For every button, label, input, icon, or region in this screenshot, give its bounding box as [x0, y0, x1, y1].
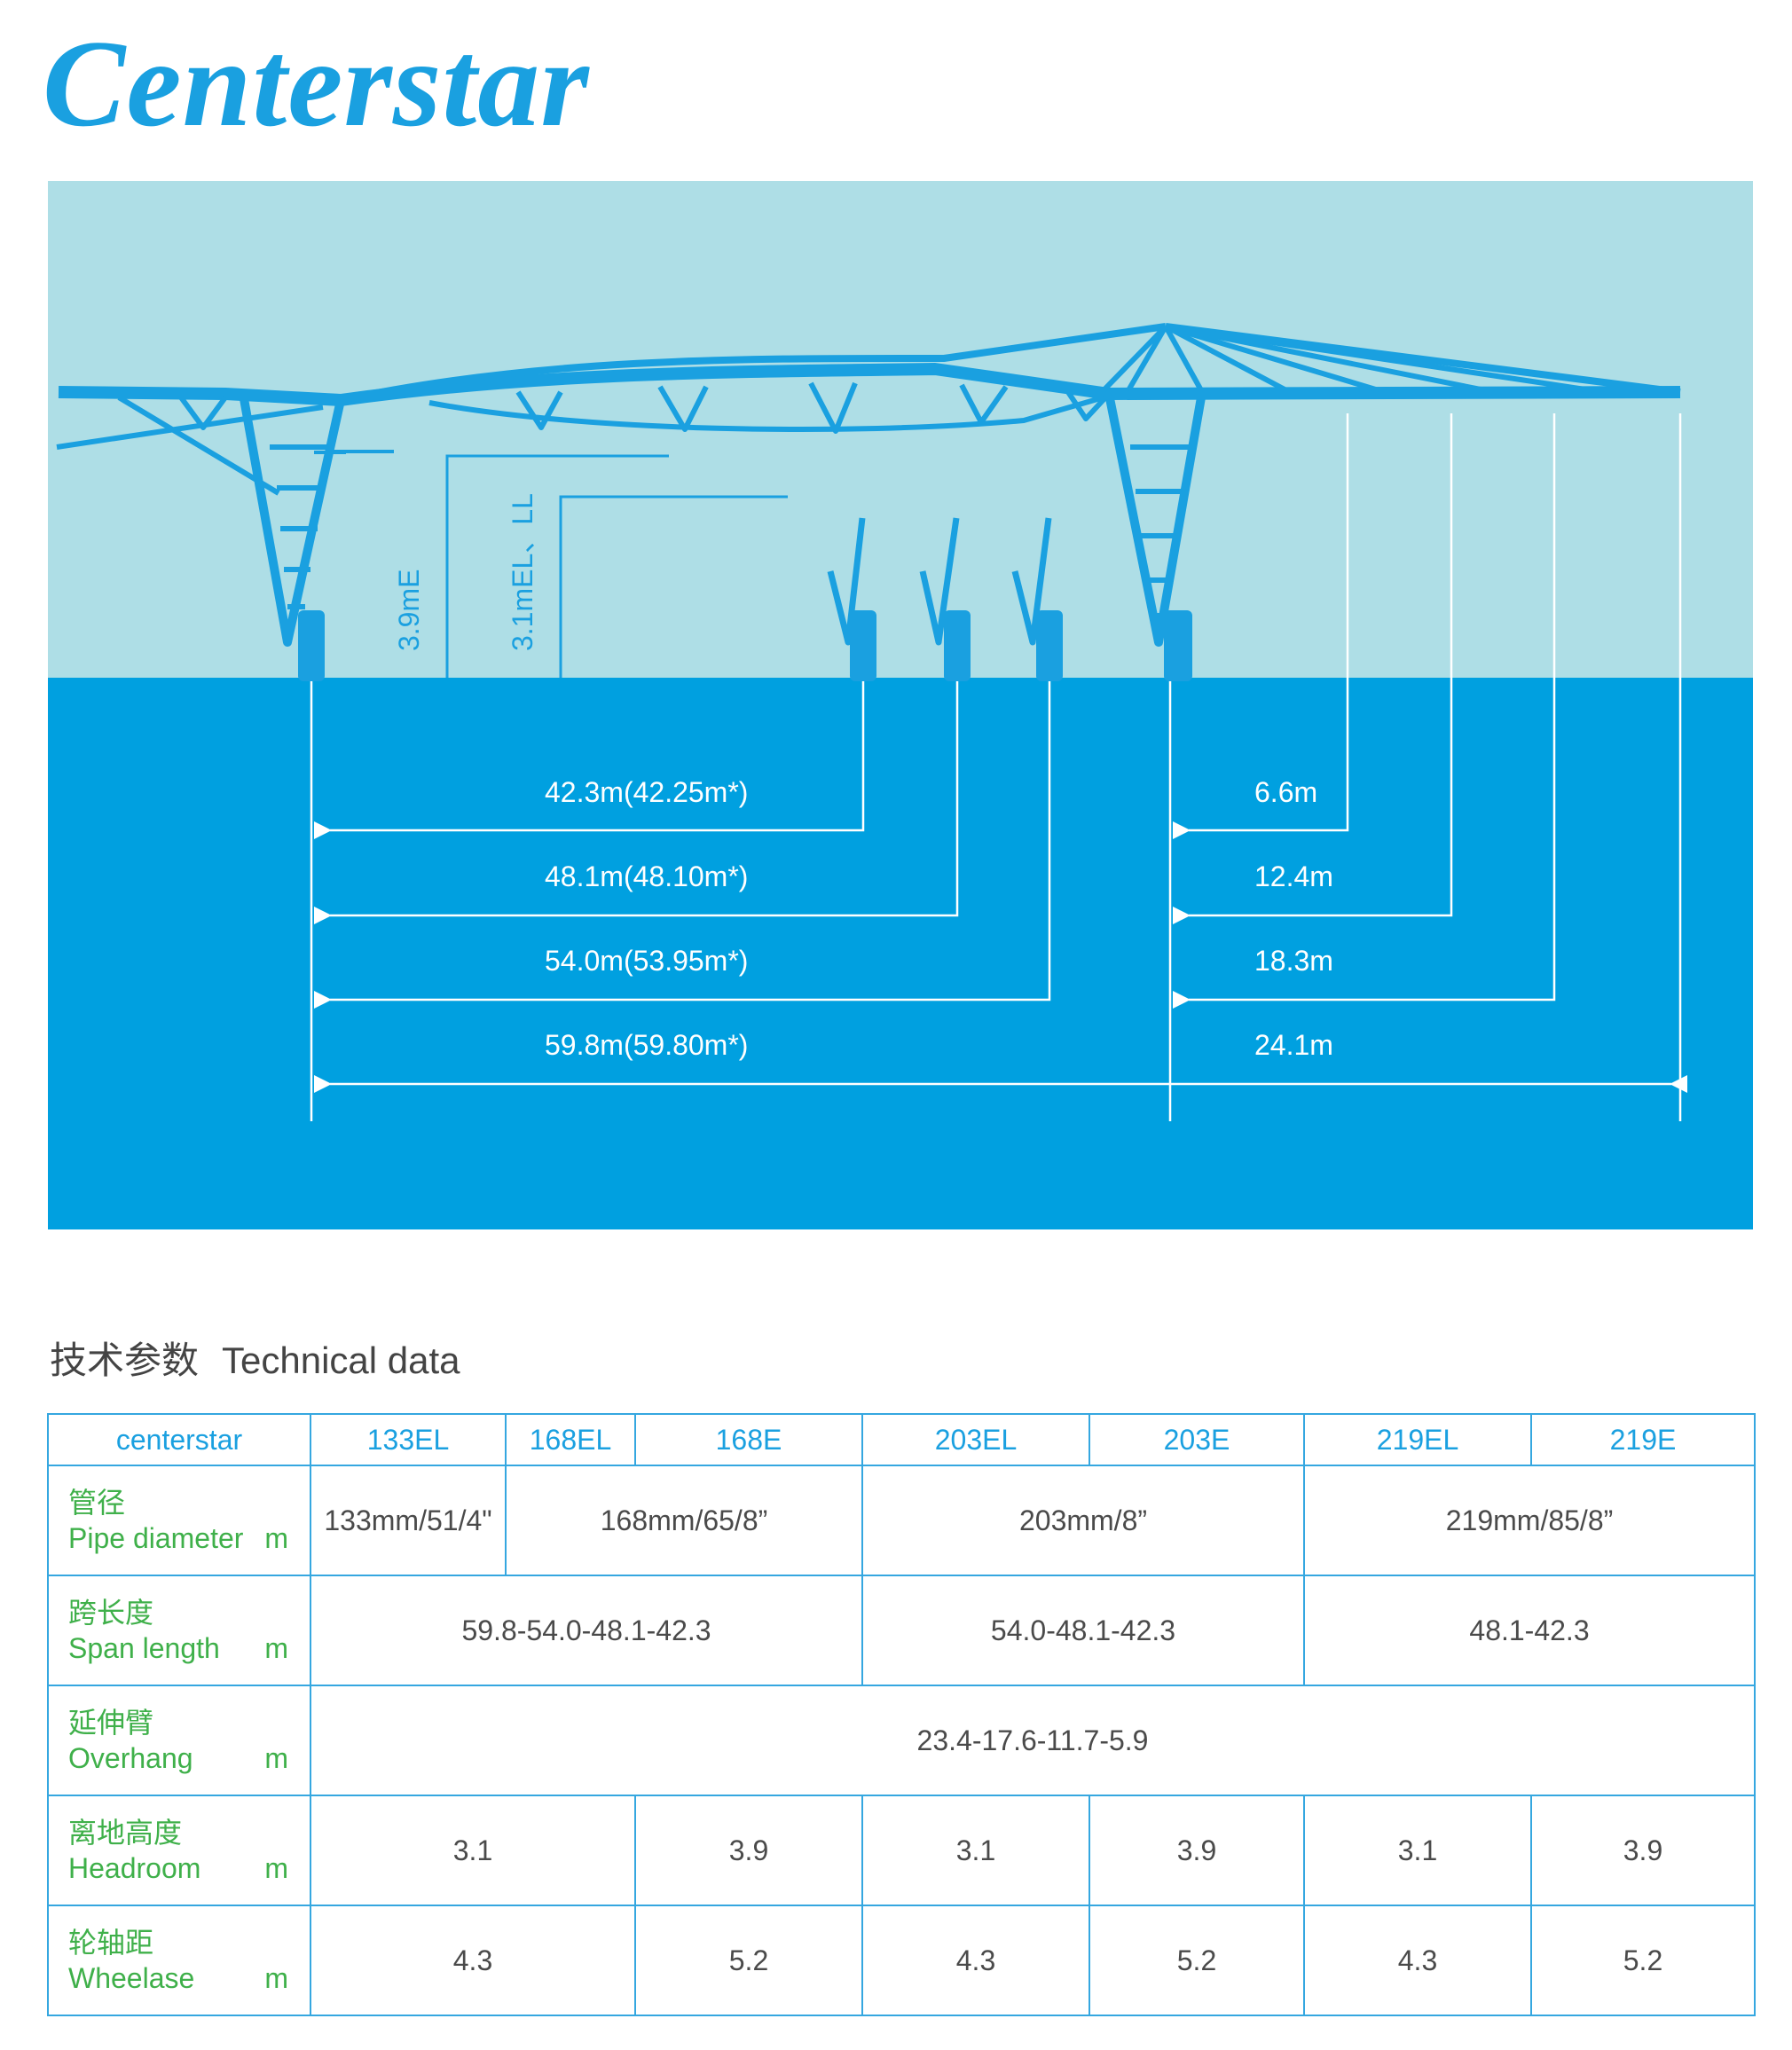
table-cell: 3.1: [1303, 1795, 1532, 1906]
table-cell: 54.0-48.1-42.3: [861, 1575, 1305, 1686]
table-row-overhang: 延伸臂 Overhang m 23.4-17.6-11.7-5.9: [47, 1685, 1756, 1796]
table-cell: 3.1: [310, 1795, 636, 1906]
height-label-el-ll: 3.1mEL、LL: [507, 493, 538, 651]
section-title-cn: 技术参数: [50, 1339, 200, 1381]
overhang-label-12: 12.4m: [1254, 860, 1333, 892]
row-unit: m: [264, 1852, 288, 1884]
tower-wheels: [298, 610, 1192, 681]
overhang-label-18: 18.3m: [1254, 945, 1333, 977]
height-markers: [445, 454, 788, 678]
pivot-structure: [56, 323, 1681, 647]
height-label-e: 3.9mE: [393, 569, 425, 651]
table-cell: 133mm/51/4": [310, 1465, 507, 1576]
row-label: 轮轴距 Wheelase m: [47, 1905, 311, 2016]
table-cell: 3.1: [861, 1795, 1090, 1906]
header-cell: 219E: [1530, 1413, 1756, 1466]
table-cell: 3.9: [1089, 1795, 1305, 1906]
table-cell: 203mm/8”: [861, 1465, 1305, 1576]
row-label-cn: 离地高度: [68, 1817, 183, 1849]
table-cell: 5.2: [1089, 1905, 1305, 2016]
header-cell: 168EL: [505, 1413, 636, 1466]
header-cell: 219EL: [1303, 1413, 1532, 1466]
row-label: 延伸臂 Overhang m: [47, 1685, 311, 1796]
table-cell: 59.8-54.0-48.1-42.3: [310, 1575, 863, 1686]
technical-data-table: centerstar 133EL 168EL 168E 203EL 203E 2…: [47, 1413, 1756, 2016]
row-label-en: Span length: [68, 1632, 220, 1664]
table-cell: 5.2: [634, 1905, 863, 2016]
table-cell: 4.3: [861, 1905, 1090, 2016]
row-label-en: Wheelase: [68, 1962, 195, 1994]
row-label-cn: 跨长度: [68, 1597, 154, 1629]
table-row-wheelbase: 轮轴距 Wheelase m 4.3 5.2 4.3 5.2 4.3 5.2: [47, 1905, 1756, 2016]
row-label: 离地高度 Headroom m: [47, 1795, 311, 1906]
row-label-cn: 管径: [68, 1487, 126, 1519]
span-label-59: 59.8m(59.80m*): [545, 1029, 748, 1061]
table-cell: 5.2: [1530, 1905, 1756, 2016]
table-row-headroom: 离地高度 Headroom m 3.1 3.9 3.1 3.9 3.1 3.9: [47, 1795, 1756, 1906]
row-label-en: Headroom: [68, 1852, 201, 1884]
row-label-cn: 轮轴距: [68, 1927, 154, 1959]
row-unit: m: [264, 1742, 288, 1774]
header-cell: 203EL: [861, 1413, 1090, 1466]
section-title-en: Technical data: [222, 1339, 460, 1381]
span-label-48: 48.1m(48.10m*): [545, 860, 748, 892]
header-cell: 133EL: [310, 1413, 507, 1466]
row-unit: m: [264, 1962, 288, 1994]
table-cell: 3.9: [634, 1795, 863, 1906]
header-cell: 203E: [1089, 1413, 1305, 1466]
ground-area: [48, 678, 1753, 1229]
row-label: 管径 Pipe diameter m: [47, 1465, 311, 1576]
overhang-label-6: 6.6m: [1254, 776, 1317, 808]
table-cell: 3.9: [1530, 1795, 1756, 1906]
span-dimension-lines: [310, 413, 1687, 1121]
header-cell: centerstar: [47, 1413, 311, 1466]
pivot-dimension-diagram: 3.9mE 3.1mEL、LL 42.3m(42.25m*) 48.1m(48.…: [48, 181, 1753, 1229]
table-cell: 219mm/85/8”: [1303, 1465, 1756, 1576]
overhang-label-24: 24.1m: [1254, 1029, 1333, 1061]
brand-logo: Centerstar: [43, 15, 590, 153]
row-label-en: Overhang: [68, 1742, 193, 1774]
table-cell: 4.3: [1303, 1905, 1532, 2016]
table-cell: 48.1-42.3: [1303, 1575, 1756, 1686]
table-row-pipe-diameter: 管径 Pipe diameter m 133mm/51/4" 168mm/65/8…: [47, 1465, 1756, 1576]
section-title: 技术参数 Technical data: [50, 1331, 460, 1385]
span-label-42: 42.3m(42.25m*): [545, 776, 748, 808]
table-cell: 23.4-17.6-11.7-5.9: [310, 1685, 1756, 1796]
table-cell: 4.3: [310, 1905, 636, 2016]
table-row-span-length: 跨长度 Span length m 59.8-54.0-48.1-42.3 54.…: [47, 1575, 1756, 1686]
row-label: 跨长度 Span length m: [47, 1575, 311, 1686]
row-label-cn: 延伸臂: [68, 1707, 154, 1739]
row-unit: m: [264, 1632, 288, 1664]
table-header-row: centerstar 133EL 168EL 168E 203EL 203E 2…: [47, 1413, 1756, 1466]
header-cell: 168E: [634, 1413, 863, 1466]
table-cell: 168mm/65/8”: [505, 1465, 863, 1576]
row-label-en: Pipe diameter: [68, 1522, 244, 1554]
row-unit: m: [264, 1522, 288, 1554]
span-label-54: 54.0m(53.95m*): [545, 945, 748, 977]
